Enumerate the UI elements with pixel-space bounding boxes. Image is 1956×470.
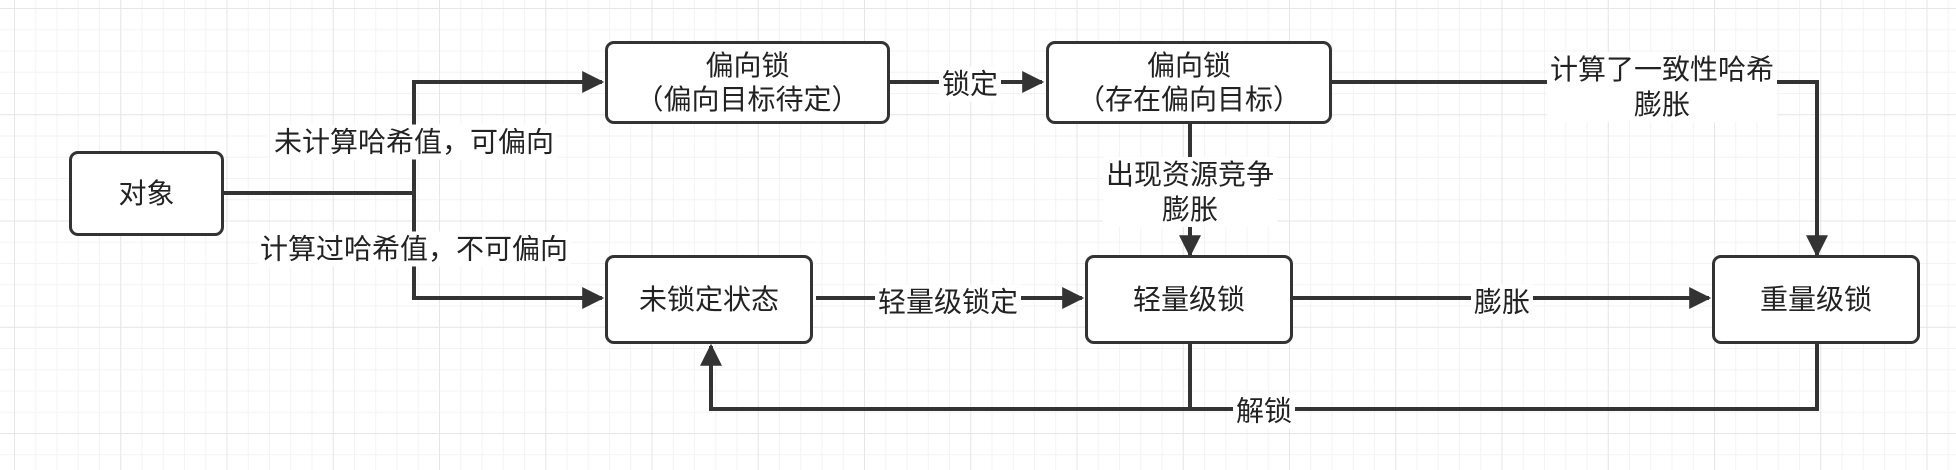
node-unlocked: 未锁定状态 (605, 255, 813, 344)
node-biased-lock-pending-title: 偏向锁 (705, 48, 790, 82)
label-lock: 锁定 (938, 66, 1002, 102)
node-lightweight-lock: 轻量级锁 (1085, 255, 1293, 344)
edge-identity-hash (1331, 80, 1828, 258)
node-biased-lock-pending-subtitle: （偏向目标待定） (635, 82, 860, 116)
label-lightweight-lock: 轻量级锁定 (874, 284, 1022, 320)
label-hashed: 计算过哈希值，不可偏向 (256, 231, 572, 267)
node-object-label: 对象 (118, 176, 175, 210)
label-inflate: 膨胀 (1470, 284, 1534, 320)
node-heavyweight-lock-label: 重量级锁 (1759, 282, 1872, 316)
label-contention-line1: 出现资源竞争 (1105, 158, 1275, 191)
node-lightweight-lock-label: 轻量级锁 (1132, 282, 1245, 316)
node-object: 对象 (69, 151, 224, 236)
node-biased-lock-exists-title: 偏向锁 (1146, 48, 1231, 82)
label-contention: 出现资源竞争 膨胀 (1102, 157, 1278, 227)
node-heavyweight-lock: 重量级锁 (1712, 255, 1920, 344)
node-biased-lock-exists-subtitle: （存在偏向目标） (1076, 82, 1301, 116)
label-not-hashed: 未计算哈希值，可偏向 (270, 124, 558, 160)
label-identity-hash-line1: 计算了一致性哈希 (1549, 53, 1775, 86)
node-biased-lock-pending: 偏向锁 （偏向目标待定） (605, 41, 890, 124)
node-biased-lock-exists: 偏向锁 （存在偏向目标） (1046, 41, 1332, 124)
label-identity-hash-line2: 膨胀 (1633, 88, 1691, 121)
label-contention-line2: 膨胀 (1161, 193, 1219, 226)
node-unlocked-label: 未锁定状态 (638, 282, 779, 316)
edge-to-unlocked (412, 193, 605, 309)
label-unlock: 解锁 (1232, 393, 1296, 429)
label-identity-hash: 计算了一致性哈希 膨胀 (1546, 52, 1778, 122)
